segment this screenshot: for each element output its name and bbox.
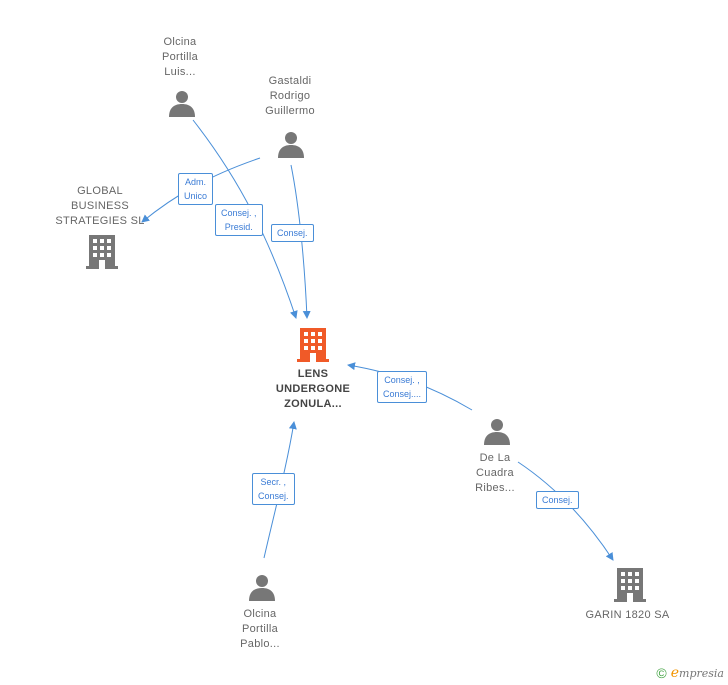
person-icon[interactable] (483, 417, 511, 445)
copyright-icon: © (656, 665, 667, 681)
building-icon[interactable] (86, 235, 118, 269)
node-label-olcina-pablo[interactable]: Olcina Portilla Pablo... (240, 608, 280, 650)
brand-logo: empresia (670, 665, 724, 681)
person-icon[interactable] (277, 130, 305, 158)
node-label-lens[interactable]: LENS UNDERGONE ZONULA... (275, 368, 351, 410)
edge-label-consej-gastaldi: Consej. (271, 224, 314, 242)
node-label-olcina-luis[interactable]: Olcina Portilla Luis... (161, 36, 199, 78)
edge-label-consej-consej: Consej. , Consej.... (377, 371, 428, 403)
edge-label-adm-unico: Adm. Unico (178, 173, 214, 205)
node-label-global-business[interactable]: GLOBAL BUSINESS STRATEGIES SL (55, 185, 145, 227)
node-label-de-la-cuadra[interactable]: De La Cuadra Ribes... (475, 452, 515, 494)
edge-label-secr-consej: Secr. , Consej. (252, 473, 295, 505)
edge-label-consej-garin: Consej. (536, 491, 579, 509)
node-label-garin[interactable]: GARIN 1820 SA (585, 609, 670, 621)
node-label-gastaldi[interactable]: Gastaldi Rodrigo Guillermo (265, 75, 315, 117)
person-icon[interactable] (168, 89, 196, 117)
edge-label-consej-presid: Consej. , Presid. (215, 204, 263, 236)
footer-brand: © empresia (656, 665, 724, 681)
person-icon[interactable] (248, 573, 276, 601)
building-icon-main[interactable] (297, 328, 329, 362)
building-icon[interactable] (614, 568, 646, 602)
